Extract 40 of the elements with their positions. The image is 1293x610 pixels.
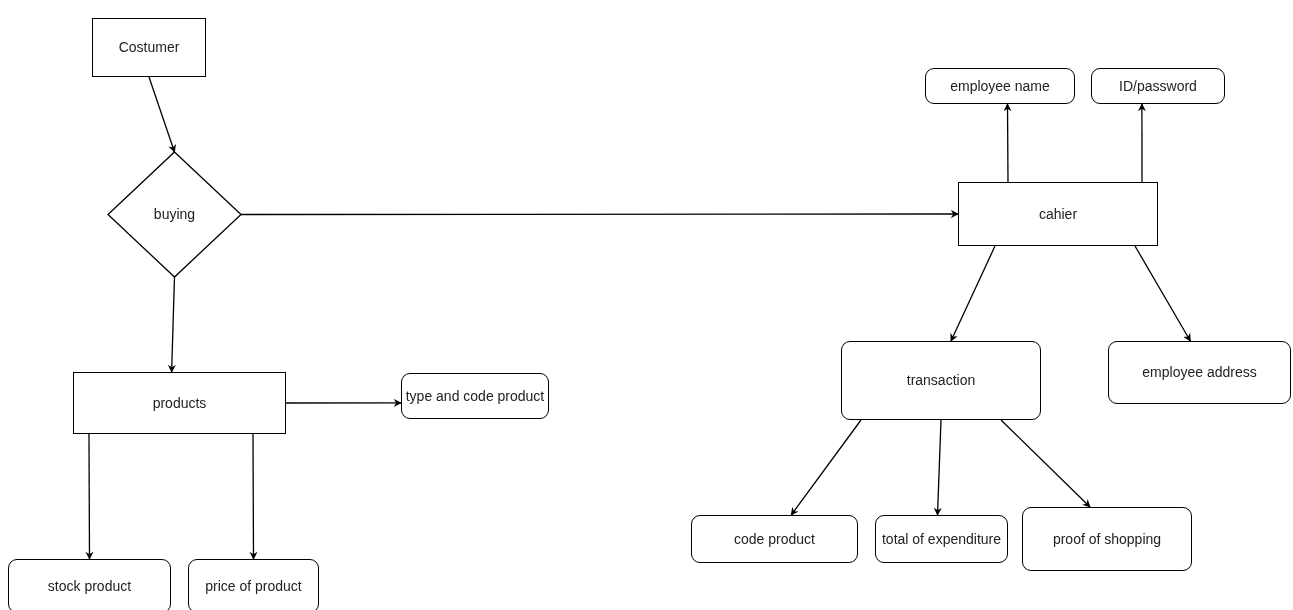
attribute-box (8, 559, 171, 610)
node-label: total of expenditure (881, 530, 1002, 548)
node-label: buying (153, 206, 196, 223)
attribute-box (841, 341, 1041, 420)
attribute-box (925, 68, 1075, 104)
arrow (933, 419, 942, 516)
arrow (1000, 419, 1091, 508)
arrow (950, 245, 996, 342)
attribute-box (401, 373, 549, 419)
arrow (285, 398, 402, 407)
arrow (85, 433, 94, 560)
node-label: price of product (205, 577, 302, 595)
arrow (148, 76, 176, 153)
node-label: employee name (950, 77, 1050, 95)
process-box (92, 18, 206, 77)
attribute-box (875, 515, 1008, 563)
node-label: Costumer (118, 39, 180, 56)
process-box (958, 182, 1158, 246)
node-label: transaction (906, 372, 976, 389)
node-label: cahier (1038, 205, 1078, 223)
arrow (1003, 103, 1012, 183)
arrow (240, 210, 959, 218)
arrow (790, 419, 862, 516)
arrow (1134, 245, 1191, 342)
node-label: proof of shopping (1052, 530, 1162, 548)
attribute-box (1091, 68, 1225, 104)
node-label: ID/password (1119, 77, 1197, 95)
arrow (249, 433, 258, 560)
node-label: stock product (47, 577, 132, 595)
node-label: code product (734, 530, 815, 548)
attribute-box (1108, 341, 1291, 404)
attribute-box (1022, 507, 1192, 571)
arrow (167, 276, 176, 373)
node-label: products (152, 394, 207, 412)
node-label: type and code product (405, 387, 545, 405)
process-box (73, 372, 286, 434)
node-label: employee address (1142, 364, 1257, 381)
arrow (1137, 103, 1146, 183)
attribute-box (691, 515, 858, 563)
attribute-box (188, 559, 319, 610)
